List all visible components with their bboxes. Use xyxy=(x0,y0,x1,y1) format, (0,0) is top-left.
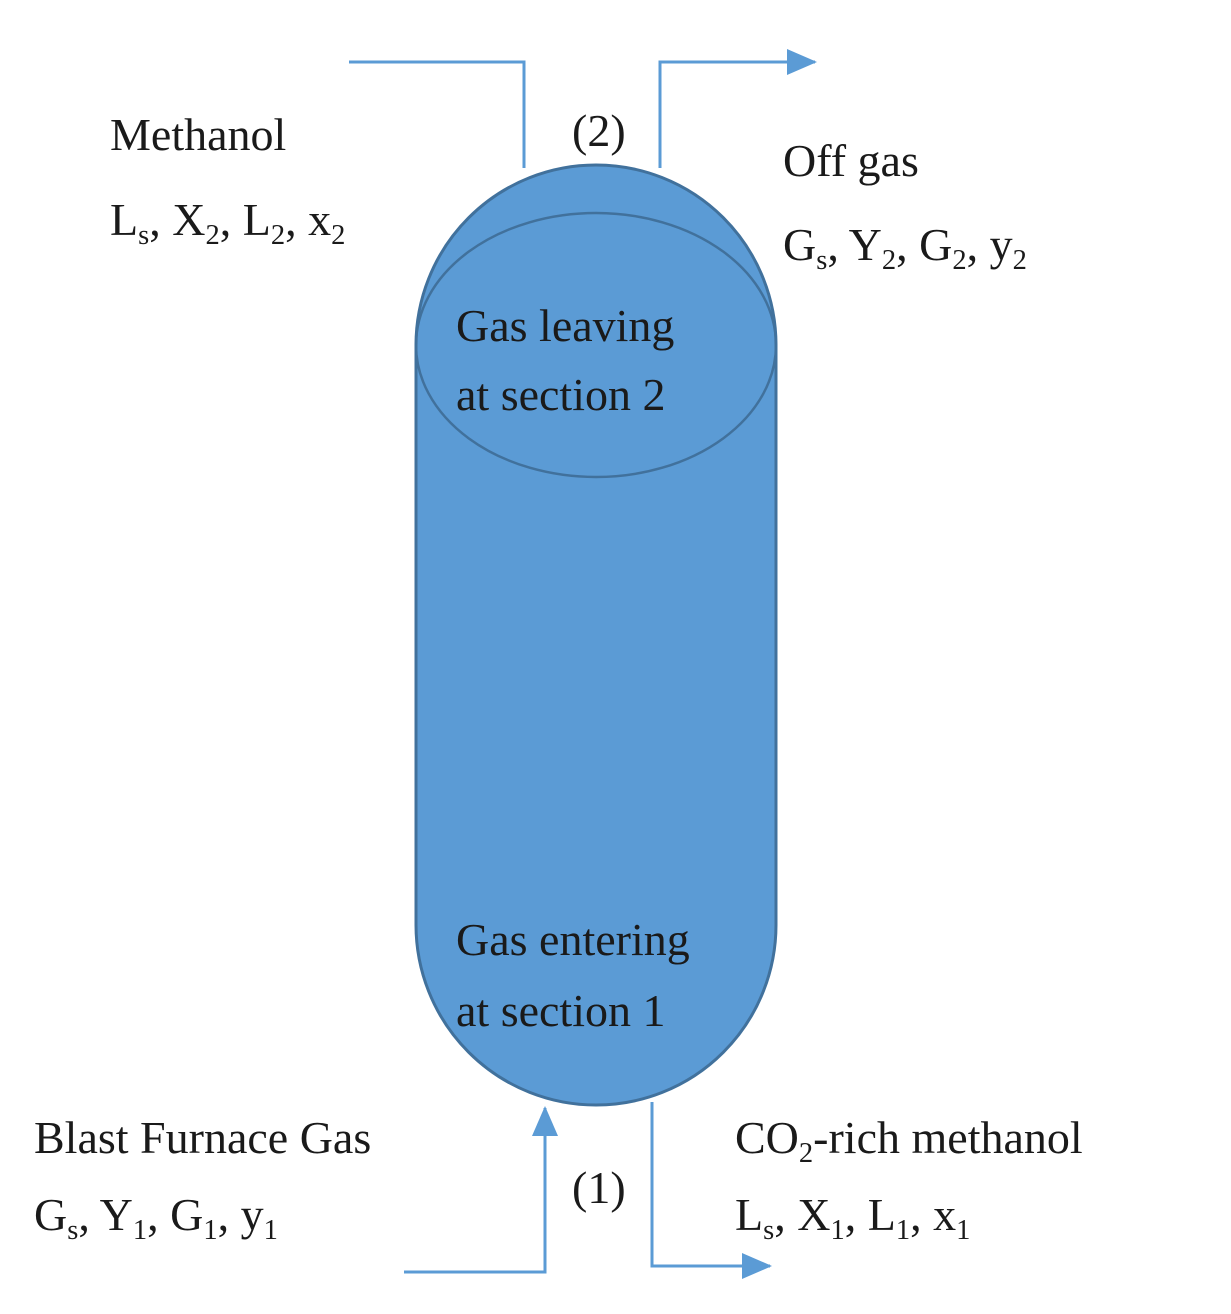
blast-furnace-gas-title: Blast Furnace Gas xyxy=(34,1112,372,1163)
variable-subscript: 1 xyxy=(895,1215,911,1247)
variable-subscript: s xyxy=(138,220,150,252)
co2-rich-methanol-title: CO2-rich methanol xyxy=(735,1112,1083,1168)
variable-separator: , xyxy=(896,219,920,270)
co2-post: -rich methanol xyxy=(813,1112,1083,1163)
variable-separator: , xyxy=(827,219,849,270)
variable-separator: , xyxy=(966,219,990,270)
variable-symbol: L xyxy=(242,194,271,245)
variable-subscript: 1 xyxy=(956,1215,971,1247)
variable-subscript: 2 xyxy=(331,220,346,252)
stream-variable: Gs xyxy=(783,219,827,275)
variable-symbol: X xyxy=(797,1189,831,1240)
variable-subscript: s xyxy=(763,1215,775,1247)
stream-variable: X1 xyxy=(797,1189,845,1245)
stream-variable: G2 xyxy=(919,219,967,275)
stream-variable: L1 xyxy=(867,1189,910,1245)
variable-separator: , xyxy=(147,1189,171,1240)
stream-variable: Y1 xyxy=(99,1189,148,1245)
methanol-inlet-line xyxy=(349,60,526,168)
off-gas-outlet-line xyxy=(658,49,817,168)
rich-methanol-outlet-line xyxy=(650,1102,772,1279)
variable-symbol: G xyxy=(34,1189,68,1240)
section-1-label-line1: Gas entering xyxy=(456,914,690,965)
section-1-label-line2: at section 1 xyxy=(456,985,666,1036)
variable-subscript: 1 xyxy=(263,1215,278,1247)
variable-symbol: G xyxy=(783,219,817,270)
section-2-ellipse xyxy=(414,211,778,479)
stream-variable: X2 xyxy=(172,194,220,250)
variable-separator: , xyxy=(149,194,173,245)
variable-subscript: 2 xyxy=(952,245,967,277)
stream-variable: Ls xyxy=(110,194,149,250)
stream-variable: y1 xyxy=(240,1189,278,1245)
blast-furnace-gas-vars: Gs, Y1, G1, y1 xyxy=(34,1189,278,1245)
co2-sub: 2 xyxy=(798,1138,814,1170)
stream-variable: x1 xyxy=(933,1189,970,1245)
variable-separator: , xyxy=(78,1189,100,1240)
stream-variable: Y2 xyxy=(848,219,897,275)
off-gas-title: Off gas xyxy=(783,135,919,186)
stream-variable: L2 xyxy=(242,194,285,250)
variable-symbol: y xyxy=(989,219,1013,270)
variable-symbol: G xyxy=(170,1189,204,1240)
variable-symbol: y xyxy=(240,1189,264,1240)
variable-symbol: X xyxy=(172,194,206,245)
variable-symbol: x xyxy=(308,194,332,245)
stream-variable: y2 xyxy=(989,219,1027,275)
off-gas-vars: Gs, Y2, G2, y2 xyxy=(783,219,1027,275)
stream-variable: Ls xyxy=(735,1189,774,1245)
variable-separator: , xyxy=(219,194,243,245)
variable-subscript: 1 xyxy=(830,1215,845,1247)
gas-inlet-line xyxy=(404,1106,558,1274)
variable-subscript: 2 xyxy=(270,220,286,252)
variable-symbol: x xyxy=(933,1189,957,1240)
stream-variable: Gs xyxy=(34,1189,78,1245)
variable-separator: , xyxy=(774,1189,798,1240)
variable-symbol: L xyxy=(867,1189,896,1240)
variable-symbol: L xyxy=(735,1189,764,1240)
co2-rich-methanol-vars: Ls, X1, L1, x1 xyxy=(735,1189,970,1245)
methanol-inlet-vars: Ls, X2, L2, x2 xyxy=(110,194,345,250)
variable-symbol: Y xyxy=(99,1189,133,1240)
variable-symbol: Y xyxy=(848,219,882,270)
variable-symbol: L xyxy=(110,194,139,245)
absorption-column xyxy=(414,163,778,1107)
variable-subscript: 2 xyxy=(205,220,220,252)
stream-variable: G1 xyxy=(170,1189,218,1245)
variable-separator: , xyxy=(844,1189,868,1240)
variable-separator: , xyxy=(910,1189,934,1240)
section-2-label-line1: Gas leaving xyxy=(456,300,675,351)
variable-subscript: 2 xyxy=(881,245,897,277)
variable-subscript: s xyxy=(67,1215,79,1247)
variable-separator: , xyxy=(217,1189,241,1240)
variable-subscript: 2 xyxy=(1012,245,1027,277)
stream-variable: x2 xyxy=(308,194,345,250)
variable-subscript: s xyxy=(816,245,828,277)
variable-subscript: 1 xyxy=(132,1215,148,1247)
variable-symbol: G xyxy=(919,219,953,270)
section-2-marker: (2) xyxy=(572,105,626,156)
section-2-label-line2: at section 2 xyxy=(456,369,666,420)
variable-separator: , xyxy=(285,194,309,245)
co2-pre: CO xyxy=(735,1112,799,1163)
variable-subscript: 1 xyxy=(203,1215,218,1247)
methanol-inlet-title: Methanol xyxy=(110,109,287,160)
section-1-marker: (1) xyxy=(572,1162,626,1213)
